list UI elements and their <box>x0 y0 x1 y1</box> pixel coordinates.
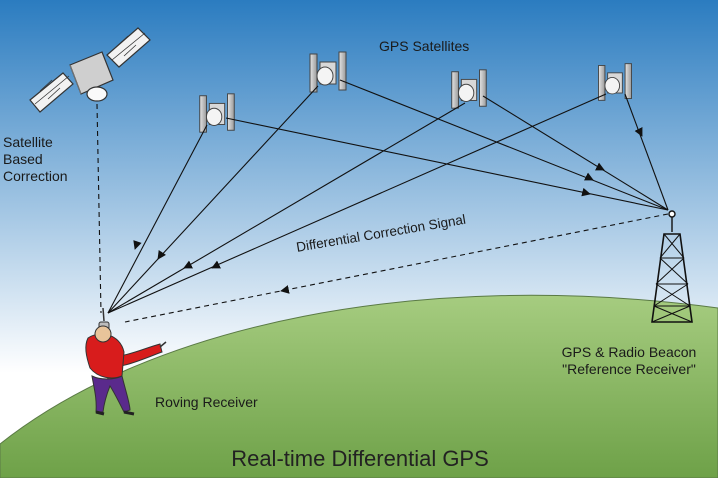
sbc-line-2: Based <box>3 151 43 167</box>
sat3-to-rover-line <box>107 102 466 314</box>
differential-correction-dashed-line <box>124 213 669 323</box>
diagram-title: Real-time Differential GPS <box>231 446 489 471</box>
roving-receiver-label: Roving Receiver <box>155 394 258 410</box>
sat1-to-rover-line <box>107 124 208 314</box>
sat4-arrowhead <box>211 260 222 269</box>
reference-receiver-label: GPS & Radio Beacon "Reference Receiver" <box>540 344 718 378</box>
sat1-arrowhead <box>133 240 142 250</box>
rover-signal-lines <box>107 85 607 314</box>
sat3-arrowhead <box>183 260 194 269</box>
satellite-correction-dashed-line <box>96 103 102 314</box>
sat2-beacon-arrowhead <box>583 172 594 181</box>
sat4-beacon-arrowhead <box>634 126 643 137</box>
sat1-beacon-arrowhead <box>581 187 591 197</box>
sat2-to-rover-line <box>107 85 319 314</box>
earth-ground <box>0 294 718 478</box>
differential-correction-arrowhead <box>280 285 290 294</box>
beacon-line-1: GPS & Radio Beacon <box>561 344 697 360</box>
beacon-line-2: "Reference Receiver" <box>562 361 696 377</box>
reference-signal-lines <box>225 79 669 211</box>
sat2-to-beacon-line <box>339 79 669 211</box>
correction-satellite-icon <box>29 27 151 113</box>
sat4-to-beacon-line <box>624 93 669 211</box>
sat4-to-rover-line <box>107 93 607 314</box>
satellite-based-correction-label: Satellite Based Correction <box>3 134 93 185</box>
sat3-beacon-arrowhead <box>594 162 605 171</box>
radio-tower-icon <box>651 210 693 323</box>
roving-receiver-person-icon <box>85 307 167 416</box>
sbc-line-1: Satellite <box>3 134 53 150</box>
sat1-to-beacon-line <box>225 117 669 211</box>
sat3-to-beacon-line <box>482 95 669 211</box>
sat2-arrowhead <box>157 249 167 260</box>
sbc-line-3: Correction <box>3 168 68 184</box>
gps-satellites-label: GPS Satellites <box>379 38 470 54</box>
